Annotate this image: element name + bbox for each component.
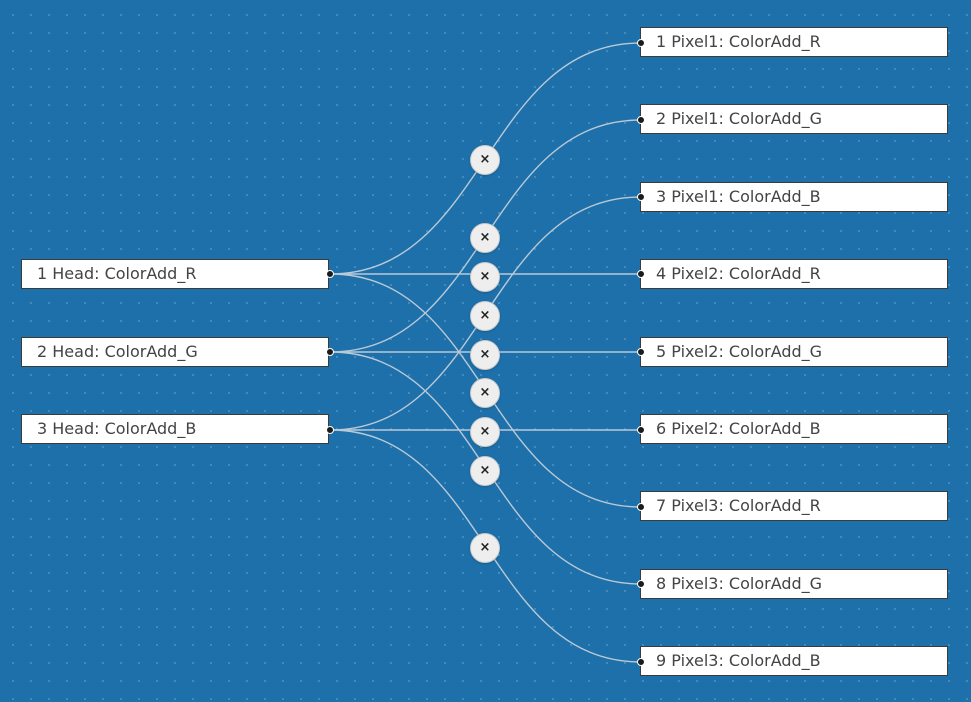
source-node-label: 1 Head: ColorAdd_R bbox=[37, 264, 197, 283]
target-input-port-2[interactable] bbox=[637, 116, 645, 124]
close-icon: × bbox=[479, 463, 491, 478]
target-node-5-pixel2-coloradd-g[interactable]: 5 Pixel2: ColorAdd_G bbox=[640, 337, 948, 367]
target-input-port-4[interactable] bbox=[637, 270, 645, 278]
target-node-label: 5 Pixel2: ColorAdd_G bbox=[656, 342, 823, 361]
close-icon: × bbox=[479, 230, 491, 245]
target-input-port-6[interactable] bbox=[637, 426, 645, 434]
target-node-label: 8 Pixel3: ColorAdd_G bbox=[656, 574, 823, 593]
remove-link-button-7[interactable]: × bbox=[470, 417, 500, 447]
target-node-1-pixel1-coloradd-r[interactable]: 1 Pixel1: ColorAdd_R bbox=[640, 27, 948, 57]
source-output-port-2[interactable] bbox=[326, 348, 334, 356]
target-node-2-pixel1-coloradd-g[interactable]: 2 Pixel1: ColorAdd_G bbox=[640, 104, 948, 134]
close-icon: × bbox=[479, 152, 491, 167]
target-node-label: 7 Pixel3: ColorAdd_R bbox=[656, 496, 821, 515]
target-input-port-5[interactable] bbox=[637, 348, 645, 356]
target-node-label: 1 Pixel1: ColorAdd_R bbox=[656, 32, 821, 51]
close-icon: × bbox=[479, 385, 491, 400]
remove-link-button-8[interactable]: × bbox=[470, 456, 500, 486]
source-node-3-head-coloradd-b[interactable]: 3 Head: ColorAdd_B bbox=[21, 414, 329, 444]
close-icon: × bbox=[479, 347, 491, 362]
target-node-6-pixel2-coloradd-b[interactable]: 6 Pixel2: ColorAdd_B bbox=[640, 414, 948, 444]
target-node-9-pixel3-coloradd-b[interactable]: 9 Pixel3: ColorAdd_B bbox=[640, 646, 948, 676]
source-node-2-head-coloradd-g[interactable]: 2 Head: ColorAdd_G bbox=[21, 337, 329, 367]
target-input-port-1[interactable] bbox=[637, 39, 645, 47]
remove-link-button-9[interactable]: × bbox=[470, 533, 500, 563]
remove-link-button-1[interactable]: × bbox=[470, 145, 500, 175]
target-node-7-pixel3-coloradd-r[interactable]: 7 Pixel3: ColorAdd_R bbox=[640, 491, 948, 521]
source-output-port-1[interactable] bbox=[326, 270, 334, 278]
remove-link-button-3[interactable]: × bbox=[470, 262, 500, 292]
close-icon: × bbox=[479, 308, 491, 323]
remove-link-button-6[interactable]: × bbox=[470, 378, 500, 408]
close-icon: × bbox=[479, 424, 491, 439]
target-input-port-7[interactable] bbox=[637, 503, 645, 511]
remove-link-button-4[interactable]: × bbox=[470, 301, 500, 331]
target-node-label: 3 Pixel1: ColorAdd_B bbox=[656, 187, 821, 206]
target-node-label: 6 Pixel2: ColorAdd_B bbox=[656, 419, 821, 438]
source-node-label: 3 Head: ColorAdd_B bbox=[37, 419, 197, 438]
target-node-label: 2 Pixel1: ColorAdd_G bbox=[656, 109, 823, 128]
target-input-port-8[interactable] bbox=[637, 580, 645, 588]
target-input-port-3[interactable] bbox=[637, 193, 645, 201]
target-node-label: 4 Pixel2: ColorAdd_R bbox=[656, 264, 821, 283]
target-node-4-pixel2-coloradd-r[interactable]: 4 Pixel2: ColorAdd_R bbox=[640, 259, 948, 289]
source-node-label: 2 Head: ColorAdd_G bbox=[37, 342, 198, 361]
source-output-port-3[interactable] bbox=[326, 426, 334, 434]
close-icon: × bbox=[479, 540, 491, 555]
target-node-3-pixel1-coloradd-b[interactable]: 3 Pixel1: ColorAdd_B bbox=[640, 182, 948, 212]
source-node-1-head-coloradd-r[interactable]: 1 Head: ColorAdd_R bbox=[21, 259, 329, 289]
remove-link-button-2[interactable]: × bbox=[470, 223, 500, 253]
remove-link-button-5[interactable]: × bbox=[470, 340, 500, 370]
target-node-8-pixel3-coloradd-g[interactable]: 8 Pixel3: ColorAdd_G bbox=[640, 569, 948, 599]
target-input-port-9[interactable] bbox=[637, 658, 645, 666]
close-icon: × bbox=[479, 269, 491, 284]
target-node-label: 9 Pixel3: ColorAdd_B bbox=[656, 651, 821, 670]
